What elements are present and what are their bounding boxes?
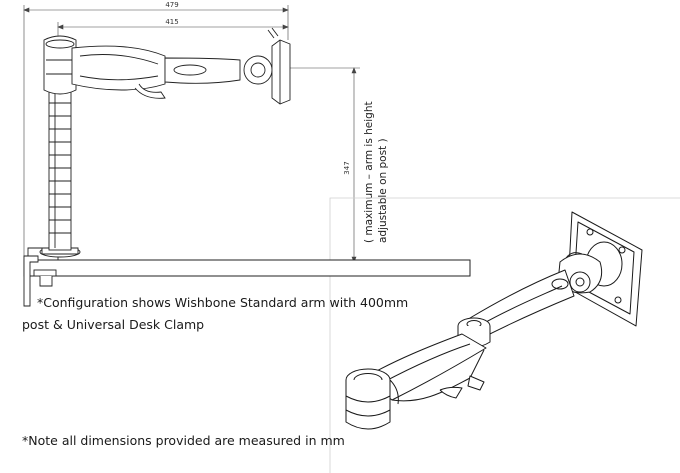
isometric-arm-illustration	[345, 211, 643, 430]
vesa-bracket	[267, 27, 291, 105]
height-note-line2: adjustable on post )	[377, 138, 389, 243]
post-collar	[43, 35, 77, 95]
configuration-caption-line1: *Configuration shows Wishbone Standard a…	[37, 295, 409, 310]
configuration-caption-line2: post & Universal Desk Clamp	[22, 317, 205, 332]
dimension-415	[57, 22, 289, 40]
dimension-415-label: 415	[165, 18, 178, 26]
dimension-479-label: 479	[165, 1, 178, 9]
height-note-line1: ( maximum – arm is height	[363, 101, 375, 243]
illustration-frame	[329, 197, 680, 473]
dimension-347-label: 347	[343, 161, 351, 174]
dimension-479	[23, 5, 289, 260]
wishbone-arm	[71, 45, 273, 99]
desk-surface	[23, 259, 471, 277]
support-post	[48, 89, 72, 251]
dimensions-note: *Note all dimensions provided are measur…	[22, 433, 345, 448]
